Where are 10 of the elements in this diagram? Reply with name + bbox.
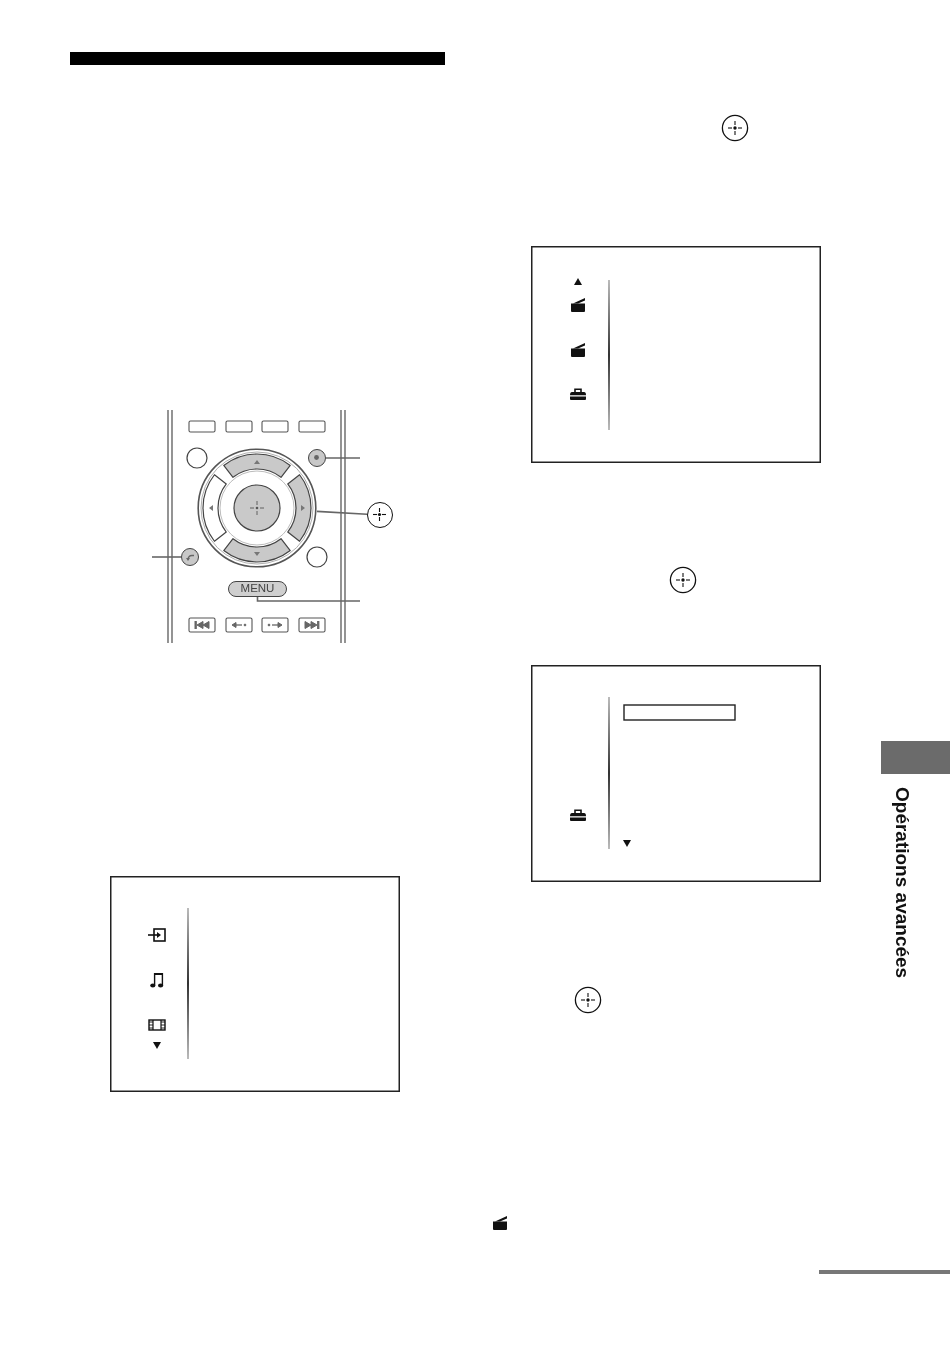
section-label: Opérations avancées xyxy=(891,787,913,979)
round-button xyxy=(181,548,199,566)
leader-line xyxy=(325,457,361,459)
round-button xyxy=(308,449,326,467)
menu-button: MENU xyxy=(228,581,287,597)
crosshair-circle-icon xyxy=(367,502,393,528)
leader-line xyxy=(316,510,368,516)
directional-pad xyxy=(197,448,317,568)
leader-line xyxy=(256,596,361,602)
leader-line xyxy=(151,556,182,558)
